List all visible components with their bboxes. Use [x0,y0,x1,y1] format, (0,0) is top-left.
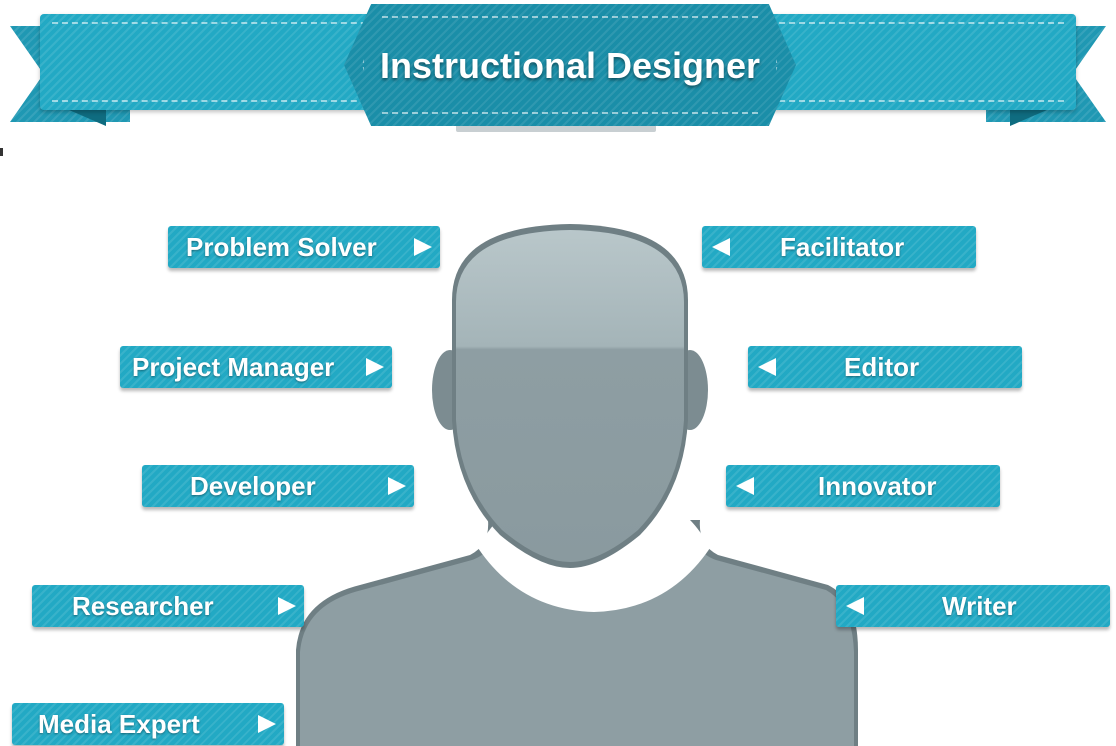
triangle-arrow-icon [712,238,730,256]
triangle-arrow-icon [366,358,384,376]
role-tag-media-expert: Media Expert [12,703,284,745]
title-banner: Instructional Designer [0,0,1116,140]
triangle-arrow-icon [736,477,754,495]
role-label: Developer [190,471,316,501]
role-label: Innovator [818,471,937,501]
title-plaque [344,4,796,126]
triangle-arrow-icon [278,597,296,615]
role-tag-writer: Writer [836,585,1110,627]
role-label: Media Expert [38,709,200,739]
triangle-arrow-icon [258,715,276,733]
role-label: Editor [844,352,920,382]
title-plaque-stitching [362,16,778,114]
role-label: Facilitator [780,232,905,262]
role-label: Writer [942,591,1017,621]
role-tag-project-manager: Project Manager [120,346,392,388]
role-tag-innovator: Innovator [726,465,1000,507]
triangle-arrow-icon [414,238,432,256]
role-tag-researcher: Researcher [32,585,304,627]
role-label: Problem Solver [186,232,377,262]
role-tag-editor: Editor [748,346,1022,388]
triangle-arrow-icon [388,477,406,495]
role-label: Researcher [72,591,214,621]
role-label: Project Manager [132,352,335,382]
edge-mark [0,148,3,156]
role-tag-problem-solver: Problem Solver [168,226,440,268]
role-tag-developer: Developer [142,465,414,507]
triangle-arrow-icon [846,597,864,615]
triangle-arrow-icon [758,358,776,376]
role-tag-facilitator: Facilitator [702,226,976,268]
page-title: Instructional Designer [379,45,761,86]
